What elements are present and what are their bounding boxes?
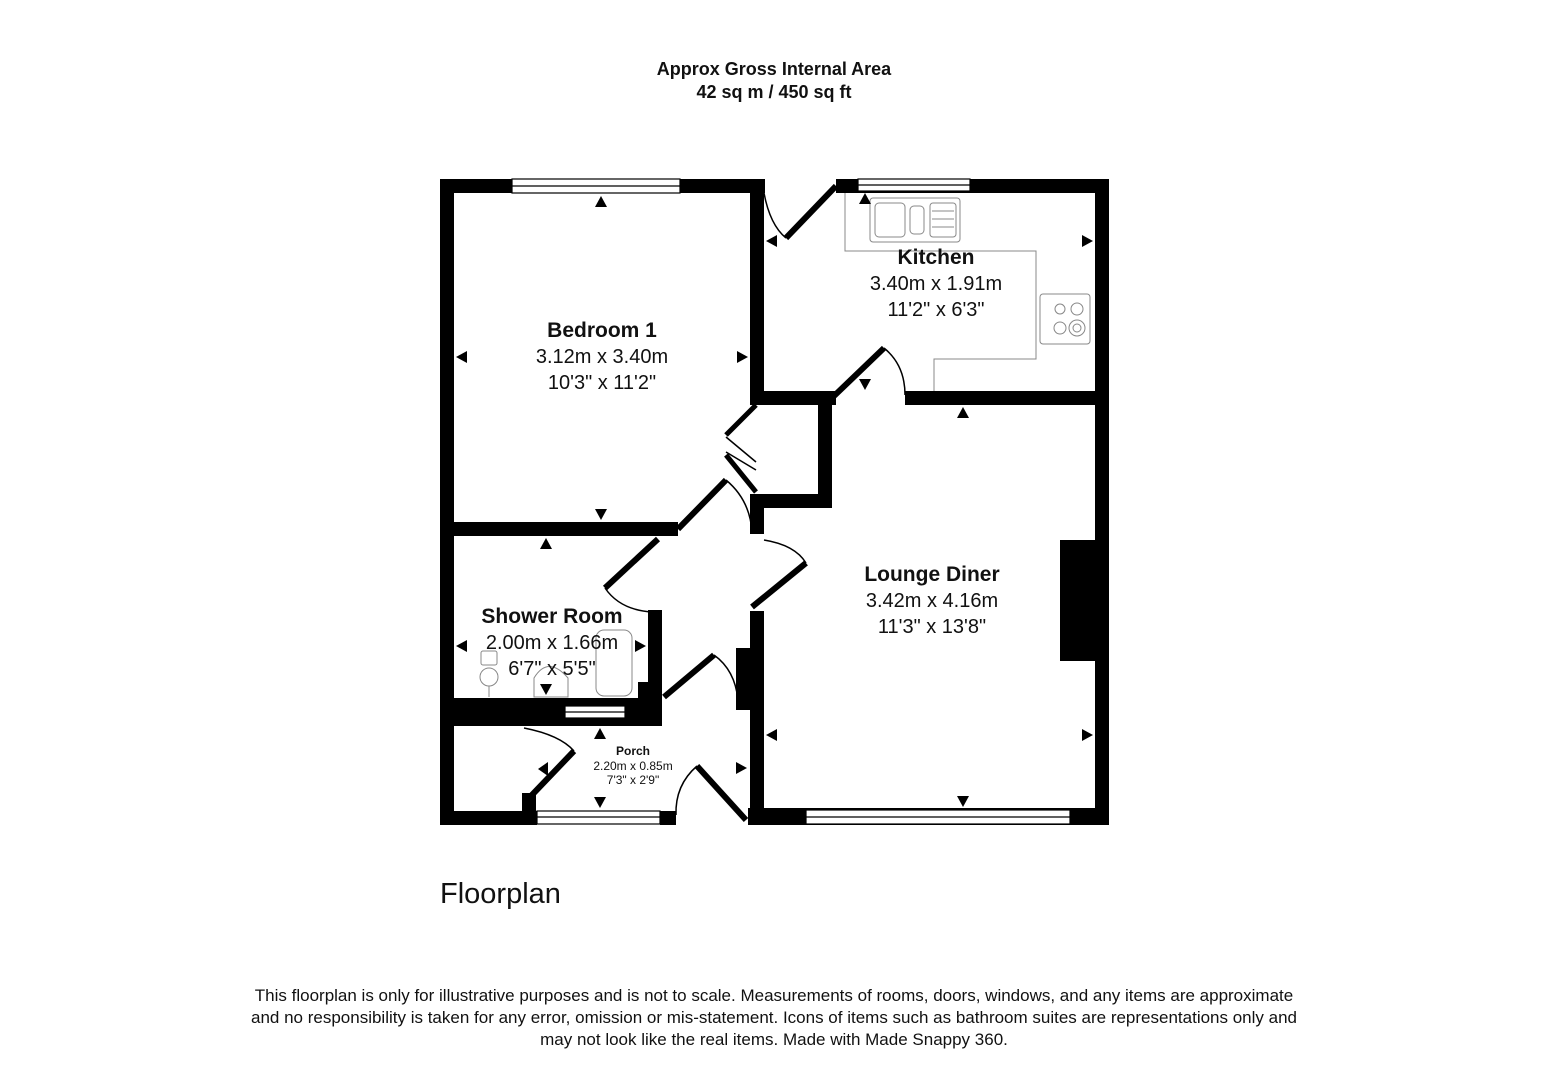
gross-area-title: Approx Gross Internal Area	[656, 59, 892, 79]
kitchen-fixtures	[844, 193, 1091, 391]
room-name: Lounge Diner	[864, 563, 1000, 586]
gross-area-header: Approx Gross Internal Area 42 sq m / 450…	[0, 58, 1548, 104]
room-dimension-imperial: 6'7" x 5'5"	[508, 658, 596, 680]
gross-area-value: 42 sq m / 450 sq ft	[696, 82, 852, 102]
windows	[511, 178, 1071, 825]
room-dimension-metric: 2.00m x 1.66m	[485, 632, 619, 654]
toilet-icon	[480, 650, 498, 666]
room-dimension-imperial: 10'3" x 11'2"	[547, 372, 657, 394]
floor-title: Floorplan	[440, 878, 561, 910]
disclaimer: This floorplan is only for illustrative …	[150, 985, 1398, 1051]
disclaimer-line: This floorplan is only for illustrative …	[254, 986, 1294, 1005]
basin-icon	[533, 666, 569, 698]
room-label-shower-room: Shower Room 2.00m x 1.66m 6'7" x 5'5"	[472, 604, 632, 682]
doors	[523, 183, 906, 823]
room-dimension-imperial: 11'3" x 13'8"	[877, 616, 987, 638]
sink-icon	[869, 197, 961, 243]
disclaimer-line: and no responsibility is taken for any e…	[251, 1008, 1297, 1027]
room-label-porch: Porch 2.20m x 0.85m 7'3" x 2'9"	[583, 744, 683, 787]
disclaimer-line: may not look like the real items. Made w…	[540, 1030, 1008, 1049]
room-name: Porch	[615, 744, 650, 758]
shower-tray-icon	[595, 629, 633, 697]
kitchen-worktop	[844, 193, 1037, 391]
room-label-bedroom-1: Bedroom 1 3.12m x 3.40m 10'3" x 11'2"	[520, 318, 684, 396]
room-dimension-imperial: 11'2" x 6'3"	[887, 299, 985, 321]
room-dimension-metric: 3.40m x 1.91m	[869, 273, 1003, 295]
room-label-lounge-diner: Lounge Diner 3.42m x 4.16m 11'3" x 13'8"	[852, 562, 1012, 640]
room-name: Bedroom 1	[547, 319, 657, 342]
room-dimension-metric: 3.12m x 3.40m	[535, 346, 669, 368]
room-name: Shower Room	[481, 605, 623, 628]
hob-icon	[1039, 293, 1091, 345]
room-dimension-metric: 3.42m x 4.16m	[865, 590, 999, 612]
room-dimension-metric: 2.20m x 0.85m	[593, 759, 673, 773]
dimension-arrows	[456, 193, 1093, 808]
room-name: Kitchen	[897, 246, 975, 269]
room-dimension-imperial: 7'3" x 2'9"	[606, 773, 660, 787]
room-label-kitchen: Kitchen 3.40m x 1.91m 11'2" x 6'3"	[856, 245, 1016, 323]
bathroom-fixtures	[479, 629, 633, 698]
